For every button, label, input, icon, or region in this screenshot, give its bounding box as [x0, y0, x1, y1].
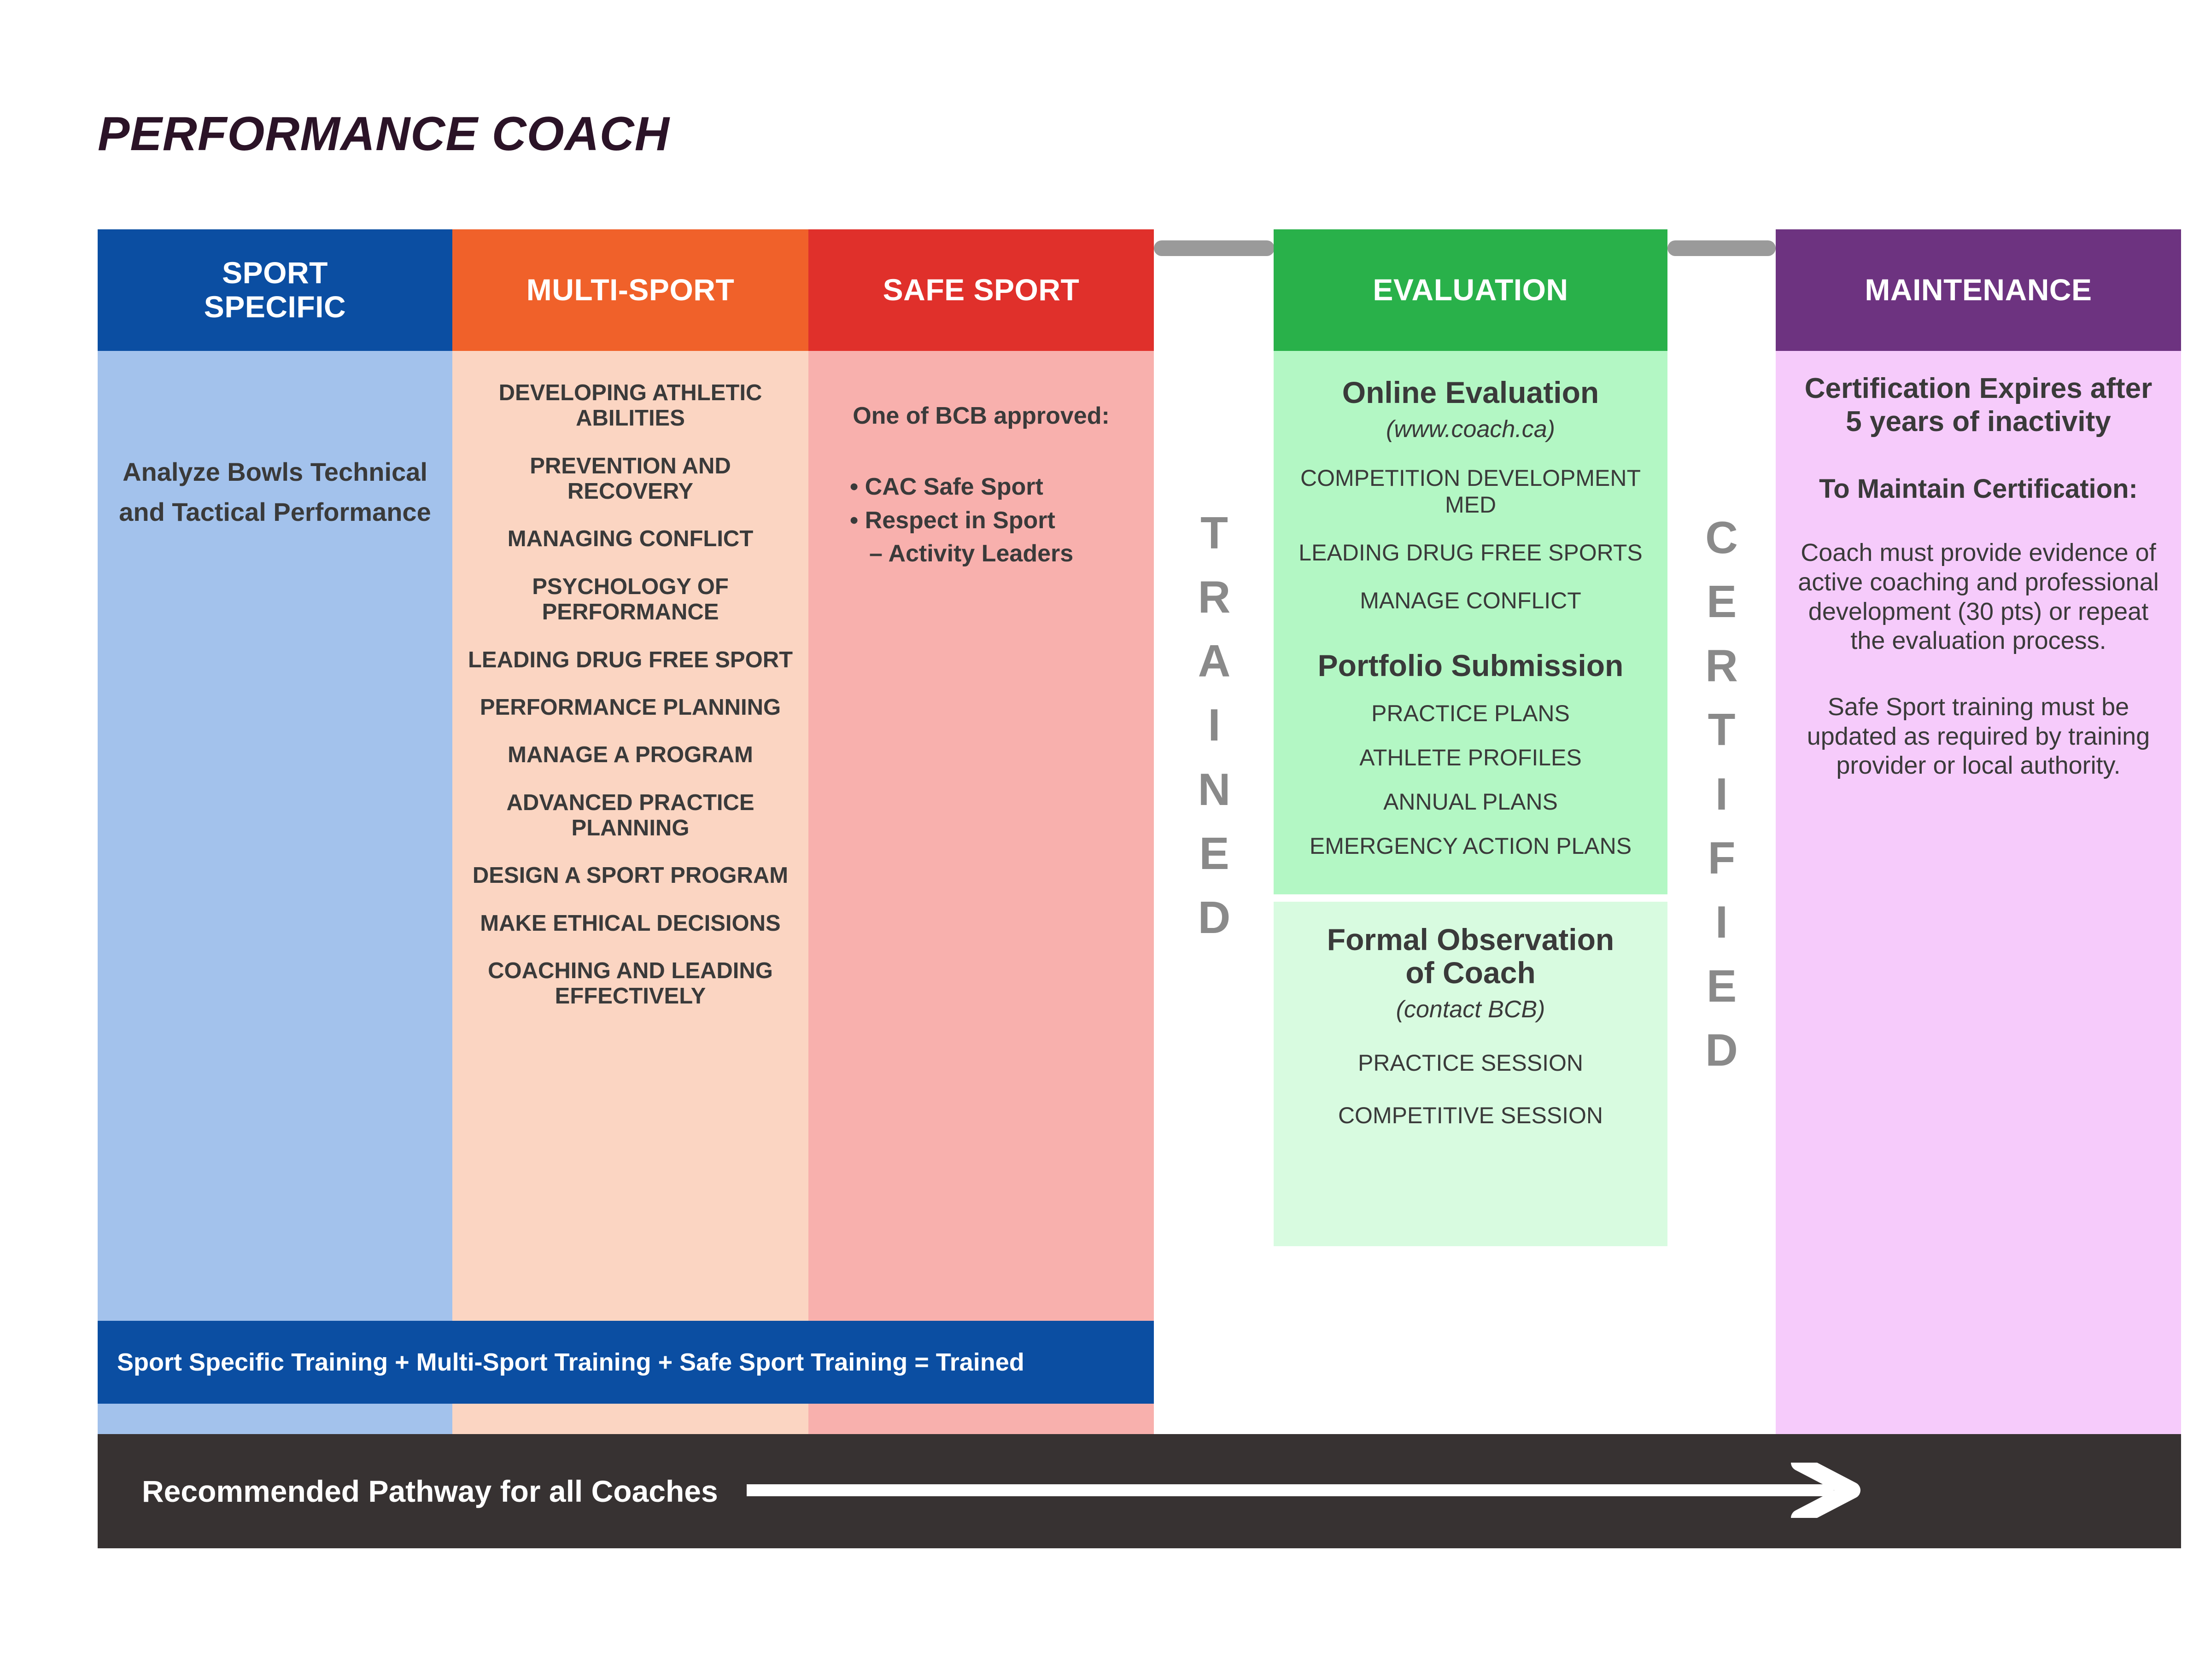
pathway-bar-text: Recommended Pathway for all Coaches	[142, 1474, 718, 1508]
list-item: LEADING DRUG FREE SPORTS	[1299, 539, 1643, 566]
column-header-safe-sport: SAFE SPORT	[808, 229, 1154, 351]
list-item: PREVENTION AND RECOVERY	[530, 453, 731, 504]
maintenance-subheading: To Maintain Certification:	[1819, 473, 2138, 504]
vertical-letter: N	[1198, 764, 1231, 815]
column-header-maintenance: MAINTENANCE	[1776, 229, 2181, 351]
list-item: • Respect in Sport	[850, 507, 1055, 534]
column-header-evaluation: EVALUATION	[1274, 229, 1667, 351]
maintenance-paragraph-1: Coach must provide evidence of active co…	[1798, 539, 2159, 655]
column-header-sport-specific-line2: SPECIFIC	[204, 290, 346, 324]
vertical-letter: R	[1705, 640, 1738, 691]
vertical-letter: A	[1198, 636, 1231, 687]
vertical-letter: T	[1708, 704, 1736, 755]
list-item: • CAC Safe Sport	[850, 473, 1043, 501]
gap-column-certified: C E R T I F I E D	[1667, 229, 1776, 1434]
list-item: PRACTICE SESSION	[1358, 1050, 1583, 1076]
safe-sport-bullet-list: • CAC Safe Sport • Respect in Sport – Ac…	[824, 472, 1138, 572]
vertical-letter: T	[1200, 508, 1228, 558]
list-item: ANNUAL PLANS	[1383, 788, 1558, 815]
vertical-label-certified: C E R T I F I E D	[1667, 506, 1776, 1082]
evaluation-divider	[1274, 894, 1667, 902]
vertical-label-trained: T R A I N E D	[1154, 501, 1275, 950]
column-body-safe-sport: One of BCB approved: • CAC Safe Sport • …	[808, 351, 1154, 1434]
list-item: EMERGENCY ACTION PLANS	[1309, 833, 1632, 859]
list-item: COMPETITION DEVELOPMENT MED	[1300, 465, 1641, 518]
vertical-letter: C	[1705, 512, 1738, 563]
vertical-letter: E	[1199, 828, 1229, 879]
evaluation-lower-block: Formal Observation of Coach (contact BCB…	[1274, 901, 1667, 1246]
list-item: MANAGE A PROGRAM	[508, 742, 753, 768]
list-item: DESIGN A SPORT PROGRAM	[472, 863, 789, 888]
connector-bar-trained	[1154, 240, 1275, 256]
pathway-bar: Recommended Pathway for all Coaches	[98, 1434, 2181, 1548]
equation-bar: Sport Specific Training + Multi-Sport Tr…	[98, 1321, 1154, 1404]
list-item: ATHLETE PROFILES	[1359, 744, 1582, 770]
list-item-sub: – Activity Leaders	[869, 540, 1074, 567]
connector-bar-certified	[1667, 240, 1776, 256]
list-item: PRACTICE PLANS	[1371, 700, 1570, 726]
portfolio-submission-heading: Portfolio Submission	[1317, 648, 1624, 682]
equation-bar-text: Sport Specific Training + Multi-Sport Tr…	[117, 1348, 1024, 1376]
list-item: MANAGING CONFLICT	[507, 526, 754, 552]
vertical-letter: I	[1715, 768, 1728, 819]
safe-sport-lead-text: One of BCB approved:	[853, 402, 1110, 429]
list-item: LEADING DRUG FREE SPORT	[468, 647, 793, 672]
column-body-sport-specific: Analyze Bowls Technical and Tactical Per…	[98, 351, 452, 1434]
column-header-multi-sport: MULTI-SPORT	[452, 229, 808, 351]
vertical-letter: E	[1706, 576, 1737, 627]
sport-specific-body-text: Analyze Bowls Technical and Tactical Per…	[119, 457, 431, 526]
column-evaluation: EVALUATION Online Evaluation (www.coach.…	[1274, 229, 1667, 1246]
vertical-letter: F	[1708, 832, 1736, 883]
maintenance-heading: Certification Expires after 5 years of i…	[1804, 373, 2153, 438]
list-item: PSYCHOLOGY OF PERFORMANCE	[532, 574, 729, 625]
vertical-letter: D	[1705, 1025, 1738, 1076]
vertical-letter: R	[1198, 572, 1231, 623]
column-multi-sport: MULTI-SPORT DEVELOPING ATHLETIC ABILITIE…	[452, 229, 808, 1434]
vertical-letter: I	[1715, 896, 1728, 947]
column-sport-specific: SPORT SPECIFIC Analyze Bowls Technical a…	[98, 229, 452, 1434]
list-item: DEVELOPING ATHLETIC ABILITIES	[498, 380, 762, 431]
vertical-letter: I	[1208, 700, 1221, 751]
list-item: ADVANCED PRACTICE PLANNING	[506, 790, 755, 840]
formal-observation-heading-line1: Formal Observation	[1327, 922, 1614, 957]
arrow-right-icon	[746, 1454, 1871, 1526]
column-header-sport-specific: SPORT SPECIFIC	[98, 229, 452, 351]
gap-column-trained: T R A I N E D	[1154, 229, 1275, 1434]
list-item: MAKE ETHICAL DECISIONS	[480, 910, 781, 936]
maintenance-paragraph-2: Safe Sport training must be updated as r…	[1807, 693, 2150, 780]
column-safe-sport: SAFE SPORT One of BCB approved: • CAC Sa…	[808, 229, 1154, 1434]
column-maintenance: MAINTENANCE Certification Expires after …	[1776, 229, 2181, 1434]
evaluation-upper-block: Online Evaluation (www.coach.ca) COMPETI…	[1274, 351, 1667, 894]
list-item: PERFORMANCE PLANNING	[480, 694, 781, 720]
vertical-letter: D	[1198, 892, 1231, 943]
column-header-sport-specific-line1: SPORT	[222, 256, 328, 290]
column-body-maintenance: Certification Expires after 5 years of i…	[1776, 351, 2181, 1434]
online-evaluation-subheading: (www.coach.ca)	[1386, 415, 1555, 443]
list-item: MANAGE CONFLICT	[1360, 587, 1581, 613]
formal-observation-subheading: (contact BCB)	[1396, 996, 1545, 1023]
list-item: COMPETITIVE SESSION	[1338, 1102, 1603, 1129]
vertical-letter: E	[1706, 961, 1737, 1012]
column-body-multi-sport: DEVELOPING ATHLETIC ABILITIES PREVENTION…	[452, 351, 808, 1434]
page-title: PERFORMANCE COACH	[98, 107, 670, 161]
formal-observation-heading-line2: of Coach	[1405, 956, 1536, 990]
online-evaluation-heading: Online Evaluation	[1342, 375, 1599, 409]
list-item: COACHING AND LEADING EFFECTIVELY	[488, 958, 773, 1009]
